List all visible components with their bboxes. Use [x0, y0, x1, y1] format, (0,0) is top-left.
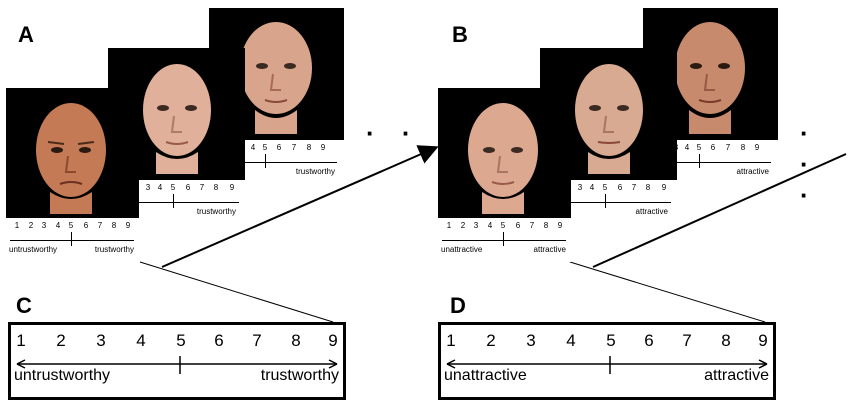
panel-label-a: A	[18, 22, 34, 47]
scale-right-anchor: trustworthy	[260, 367, 339, 384]
scale-midpoint-tick	[699, 154, 700, 168]
sequence-arrow-a-to-b	[161, 145, 439, 268]
scale-left-anchor: unattractive	[444, 367, 527, 384]
face-image	[143, 64, 211, 174]
face-image	[675, 22, 745, 134]
scale-axis	[10, 240, 134, 241]
zoom-line-c	[139, 261, 334, 323]
scale-axis	[643, 162, 771, 163]
trial-b-front: 1 2 3 4 5 6 7 8 9 unattractive attractiv…	[438, 88, 571, 262]
face-image	[468, 103, 538, 214]
ellipsis-a: · · ·	[366, 118, 457, 148]
scale-axis	[442, 240, 566, 241]
panel-label-d: D	[450, 293, 466, 318]
scale-axis	[209, 162, 337, 163]
panel-label-c: C	[16, 293, 32, 318]
scale-midpoint-tick	[173, 194, 174, 208]
rating-scale: 1 2 3 4 5 6 7 8 9 untrustworthy trustwor…	[6, 217, 139, 262]
sequence-arrow-b-continue	[592, 153, 847, 268]
enlarged-attract-scale: 1 2 3 4 5 6 7 8 9 unattractive attractiv…	[438, 322, 776, 400]
scale-midpoint-tick	[605, 194, 606, 208]
zoom-line-d	[569, 261, 766, 323]
panel-label-b: B	[452, 22, 468, 47]
scale-midpoint-tick	[265, 154, 266, 168]
enlarged-trust-scale: 1 2 3 4 5 6 7 8 9 untrustworthy trustwor…	[8, 322, 346, 400]
scale-midpoint-tick	[71, 232, 72, 246]
face-image	[36, 103, 106, 214]
trust-scale-axis	[16, 356, 338, 374]
face-image	[575, 64, 643, 174]
ellipsis-b: · · ·	[800, 118, 819, 210]
trial-a-front: 1 2 3 4 5 6 7 8 9 untrustworthy trustwor…	[6, 88, 139, 262]
face-image	[240, 22, 312, 134]
scale-right-anchor: attractive	[704, 367, 769, 384]
scale-left-anchor: untrustworthy	[14, 367, 111, 384]
rating-scale: 1 2 3 4 5 6 7 8 9 unattractive attractiv…	[438, 217, 571, 262]
attract-scale-axis	[446, 356, 768, 374]
trial-a-back: 3 4 5 6 7 8 9 worthy trustworthy	[209, 8, 344, 180]
scale-midpoint-tick	[503, 232, 504, 246]
